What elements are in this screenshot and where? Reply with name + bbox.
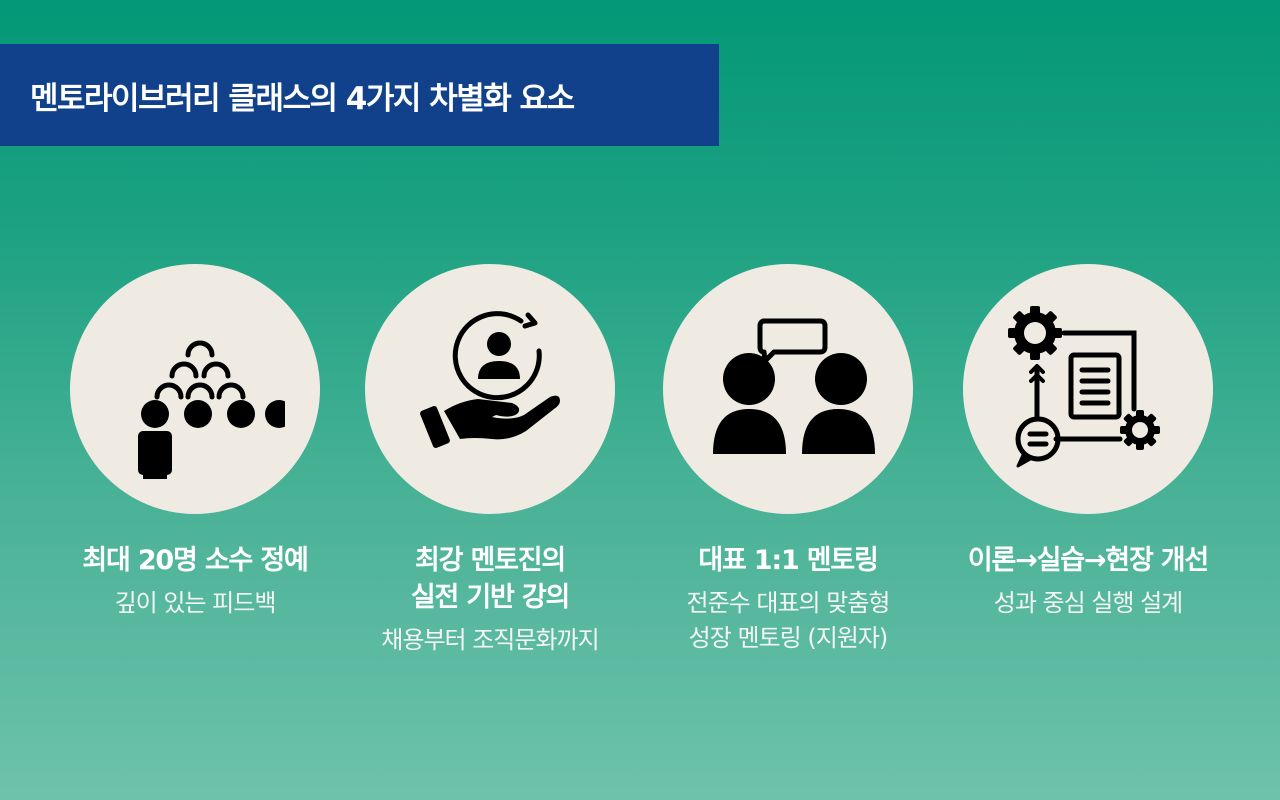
feature-subtitle-line: 전준수 대표의 맞춤형 — [686, 589, 891, 617]
feature-subtitle: 채용부터 조직문화까지 — [381, 623, 599, 658]
feature-card-small-class: 최대 20명 소수 정예 깊이 있는 피드백 — [45, 264, 345, 621]
feature-subtitle: 깊이 있는 피드백 — [114, 586, 277, 621]
feature-subtitle-line: 성과 중심 실행 설계 — [993, 589, 1184, 617]
icon-circle — [963, 264, 1213, 514]
icon-circle — [663, 264, 913, 514]
feature-title-line: 최강 멘토진의 — [414, 545, 566, 576]
two-people-chat-icon — [713, 318, 875, 454]
feature-title-line: 대표 1:1 멘토링 — [698, 545, 879, 576]
feature-title-line: 이론→실습→현장 개선 — [967, 545, 1209, 576]
feature-title: 최대 20명 소수 정예 — [82, 542, 308, 579]
feature-title: 대표 1:1 멘토링 — [698, 542, 879, 579]
feature-subtitle-line: 깊이 있는 피드백 — [114, 589, 277, 617]
feature-title: 이론→실습→현장 개선 — [967, 542, 1209, 579]
hand-holding-person-cycle-icon — [420, 311, 560, 449]
group-people-icon — [138, 340, 285, 479]
title-banner: 멘토라이브러리 클래스의 4가지 차별화 요소 — [0, 44, 719, 146]
page-title: 멘토라이브러리 클래스의 4가지 차별화 요소 — [30, 80, 575, 117]
icon-circle — [70, 264, 320, 514]
feature-subtitle: 성과 중심 실행 설계 — [993, 586, 1184, 621]
feature-subtitle-line: 채용부터 조직문화까지 — [381, 626, 599, 654]
feature-title-line: 실전 기반 강의 — [410, 582, 570, 613]
feature-title: 최강 멘토진의 실전 기반 강의 — [410, 542, 570, 616]
process-workflow-gears-icon — [1008, 306, 1160, 468]
feature-card-theory-practice: 이론→실습→현장 개선 성과 중심 실행 설계 — [938, 264, 1238, 621]
feature-card-one-on-one: 대표 1:1 멘토링 전준수 대표의 맞춤형 성장 멘토링 (지원자) — [638, 264, 938, 656]
icon-circle — [365, 264, 615, 514]
feature-subtitle-line: 성장 멘토링 (지원자) — [688, 624, 889, 652]
feature-card-mentor-lectures: 최강 멘토진의 실전 기반 강의 채용부터 조직문화까지 — [340, 264, 640, 658]
feature-title-line: 최대 20명 소수 정예 — [82, 545, 308, 576]
feature-subtitle: 전준수 대표의 맞춤형 성장 멘토링 (지원자) — [686, 586, 891, 656]
